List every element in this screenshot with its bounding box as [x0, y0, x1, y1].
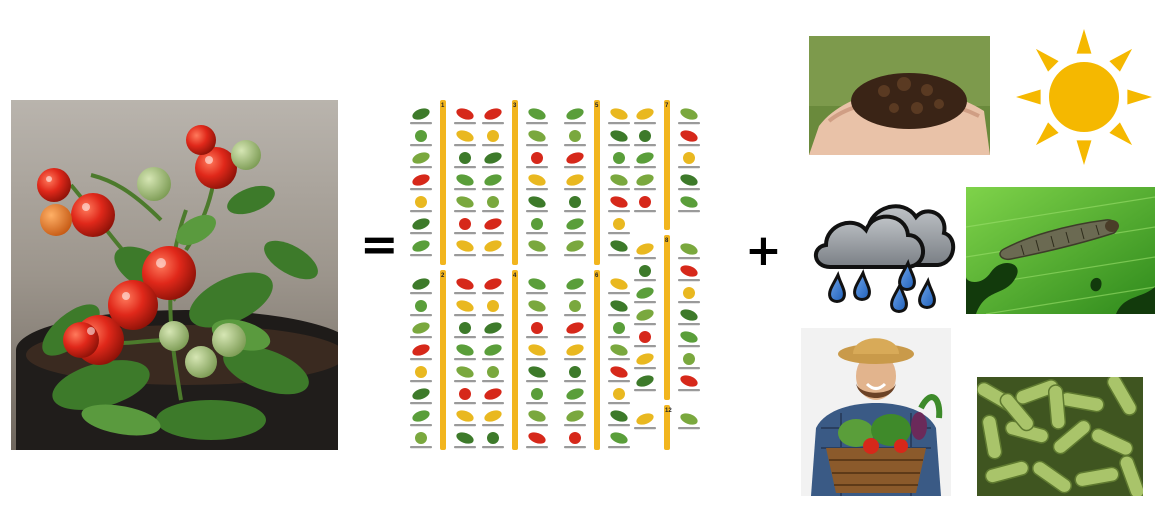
svg-text:6: 6 [595, 273, 599, 279]
equals-sign: = [360, 217, 399, 271]
rain-cloud-icon [808, 185, 958, 315]
farmer-with-vegetables-photo [801, 328, 951, 496]
svg-text:1: 1 [441, 103, 445, 109]
svg-text:8: 8 [665, 238, 669, 244]
svg-text:4: 4 [513, 273, 517, 279]
sun-icon [1010, 25, 1158, 170]
tomato-plant-photo [11, 100, 338, 450]
svg-text:3: 3 [513, 103, 517, 109]
svg-text:12: 12 [665, 408, 672, 414]
caterpillar-on-leaf-photo [966, 187, 1155, 314]
plus-sign: + [745, 225, 782, 276]
svg-text:2: 2 [441, 273, 445, 279]
bacteria-micrograph-photo [977, 377, 1143, 496]
soil-in-hands-photo [809, 36, 990, 155]
svg-text:7: 7 [665, 103, 669, 109]
svg-text:5: 5 [595, 103, 599, 109]
